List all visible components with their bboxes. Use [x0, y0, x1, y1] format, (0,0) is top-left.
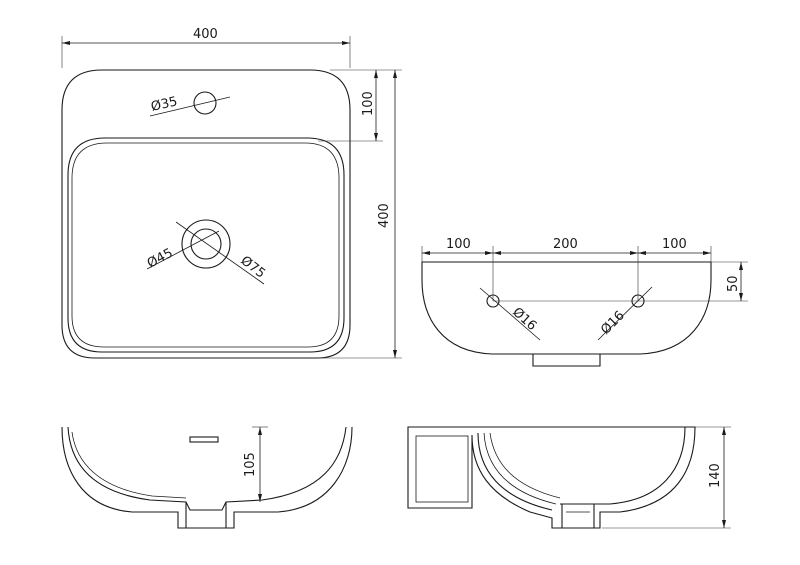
front-left-offset-label: 100	[446, 237, 471, 252]
top-view: Ø35 Ø45 Ø75 400 400 100	[61, 27, 402, 359]
tap-hole-label: Ø35	[150, 94, 179, 115]
ledge-dim-arrow-top	[374, 70, 378, 78]
right-hole-label: Ø16	[598, 308, 628, 338]
front-dim-arrow-a	[422, 251, 430, 255]
bowl-inner-outline	[67, 137, 345, 353]
side-view-inner-curve-3	[489, 432, 561, 499]
width-dim-arrow-left	[62, 41, 70, 45]
width-dim-arrow-right	[342, 41, 350, 45]
depth-dim-arrow-top	[258, 427, 262, 435]
section-view: 105	[61, 426, 353, 529]
mount-dim-arrow-bottom	[739, 293, 743, 301]
drain-inner-leader	[146, 230, 220, 270]
height-dim-arrow-bottom	[393, 350, 397, 358]
drain-outer-circle	[181, 219, 231, 269]
width-dim-label: 400	[193, 27, 218, 42]
section-outer-profile	[61, 426, 353, 529]
side-view-bowl-inner	[560, 426, 686, 505]
mount-dim-arrow-top	[739, 262, 743, 270]
section-inner-shadow	[71, 431, 187, 499]
drain-outer-label: Ø75	[238, 253, 268, 281]
tap-hole	[193, 91, 217, 115]
side-view-inner-curve-2	[483, 432, 557, 505]
tap-hole-leader	[149, 96, 231, 117]
front-dim-arrow-c	[493, 251, 501, 255]
mount-dim-label: 50	[726, 275, 741, 292]
side-height-arrow-bottom	[722, 520, 726, 528]
front-view-outline	[421, 261, 712, 355]
side-height-label: 140	[708, 463, 723, 488]
side-view-outline	[407, 426, 696, 529]
drain-outer-leader	[175, 221, 265, 285]
bowl-inner-rim	[71, 142, 340, 348]
front-dim-arrow-d	[630, 251, 638, 255]
left-hole-label: Ø16	[509, 305, 539, 334]
side-view-inner-curve-1	[477, 432, 553, 511]
left-hole-leader	[479, 287, 541, 341]
section-inner-profile	[67, 426, 347, 511]
ledge-dim-arrow-bottom	[374, 133, 378, 141]
side-view: 140	[407, 426, 731, 529]
depth-dim-arrow-bottom	[258, 494, 262, 502]
front-right-offset-label: 100	[662, 237, 687, 252]
basin-outer-outline	[61, 69, 351, 359]
front-view-drain-stub	[532, 354, 601, 367]
height-dim-arrow-top	[393, 70, 397, 78]
front-center-span-label: 200	[553, 237, 578, 252]
right-hole-leader	[597, 286, 653, 341]
drain-inner-label: Ø45	[145, 246, 176, 272]
front-dim-arrow-b	[485, 251, 493, 255]
section-overflow-slot	[189, 436, 219, 443]
depth-dim-label: 105	[243, 452, 258, 477]
height-dim-label: 400	[377, 203, 392, 228]
side-view-back-panel	[415, 435, 469, 503]
front-dim-arrow-e	[638, 251, 646, 255]
front-dim-arrow-f	[703, 251, 711, 255]
front-view: 100 200 100 50 Ø16 Ø16	[421, 237, 748, 367]
ledge-dim-label: 100	[361, 91, 376, 116]
drain-inner-circle	[190, 228, 222, 260]
side-height-arrow-top	[722, 427, 726, 435]
